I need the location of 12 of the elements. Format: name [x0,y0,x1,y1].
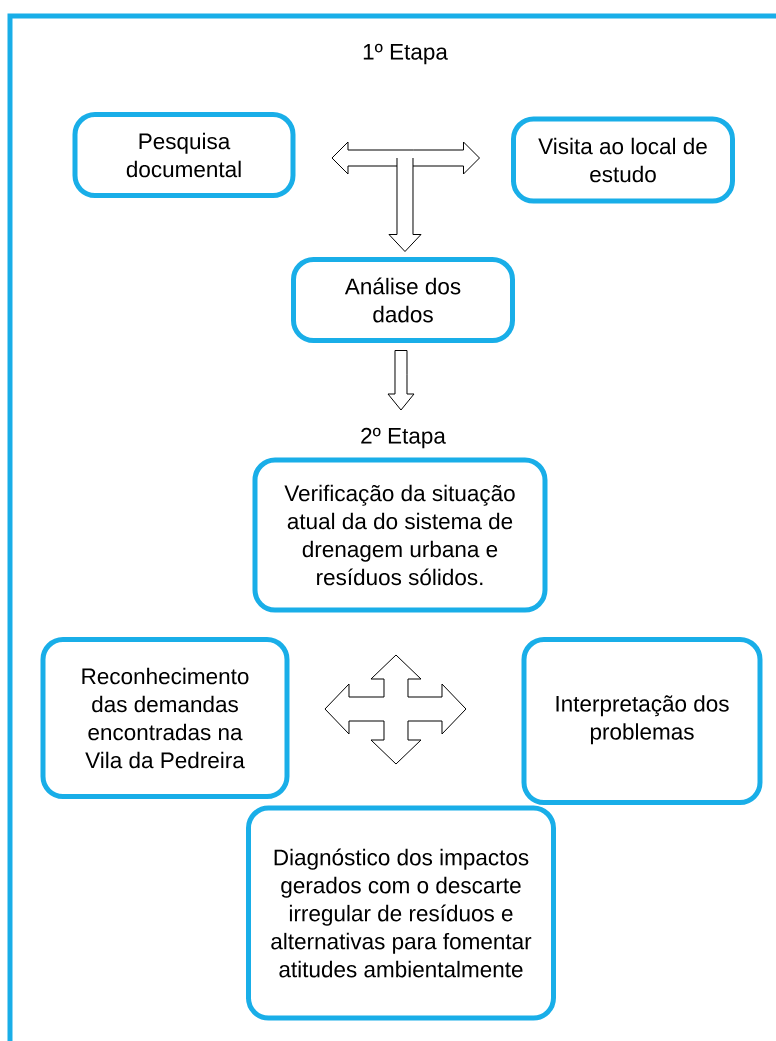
block-arrow [331,141,480,175]
stage-label: 1º Etapa [363,43,448,65]
process-box: Interpretação dos problemas [521,637,763,805]
block-arrow [388,157,422,252]
process-box: Pesquisa documental [72,112,296,198]
block-arrow [324,654,467,765]
block-arrow [387,350,415,411]
process-box: Análise dos dados [291,257,515,343]
process-box: Diagnóstico dos impactos gerados com o descarte irregular de resíduos e alternativas para fomentar atitudes ambientalmente [246,805,556,1021]
process-box: Verificação da situação atual da do sistema de drenagem urbana e resíduos sólidos. [252,457,548,613]
process-box: Reconhecimento das demandas encontradas na Vila da Pedreira [40,637,290,799]
process-box: Visita ao local de estudo [511,116,735,204]
